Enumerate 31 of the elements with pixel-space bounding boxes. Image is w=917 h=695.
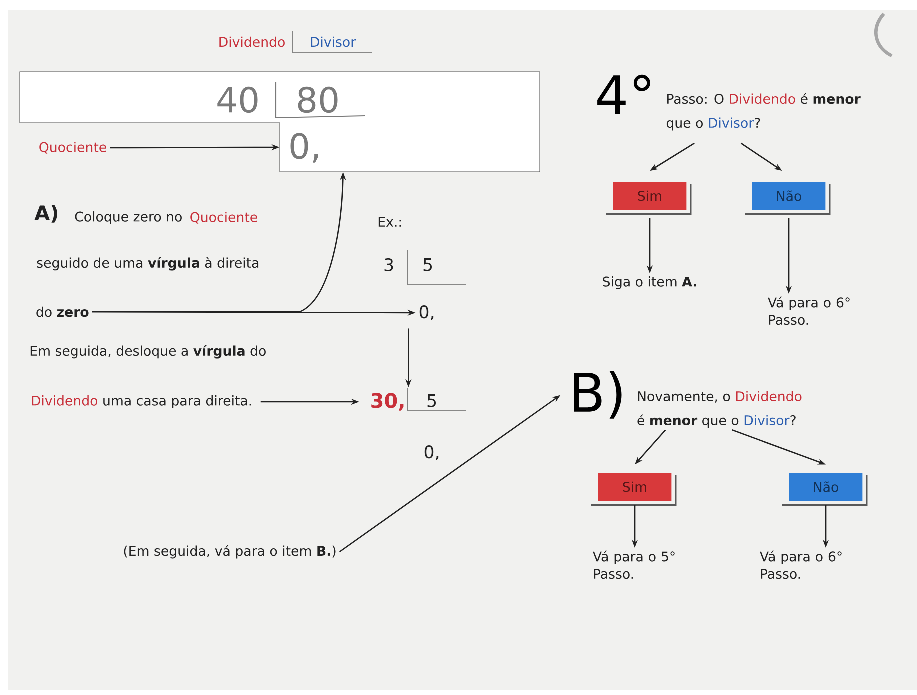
instruction-text: do zero	[36, 306, 89, 318]
option-box: Sim	[606, 182, 692, 216]
question-text: B) Novamente, o Dividendo é menor que o Divisor?	[574, 371, 802, 428]
header-label: Divisor	[311, 36, 356, 48]
division-digit: 3	[384, 258, 394, 272]
example-label: Ex.:	[378, 217, 402, 227]
label-text: Quociente	[40, 142, 106, 154]
division-digit: 30,	[372, 393, 404, 411]
instruction-text: Quociente	[190, 212, 258, 224]
option-box: Sim	[591, 473, 677, 506]
division-digit: 5	[424, 258, 432, 272]
division-digit: 5	[428, 394, 436, 408]
instruction-text: seguido de uma vírgula à direita	[37, 257, 259, 271]
header-label: Dividendo	[220, 36, 285, 48]
division-digit: 0,	[420, 306, 434, 320]
instruction-text: Vá para o 6° Passo.	[760, 550, 842, 580]
instruction-text: (Em seguida, vá para o item B.)	[124, 545, 336, 559]
instruction-text: Coloque zero no	[75, 212, 182, 224]
instruction-text: Vá para o 6° Passo.	[768, 296, 850, 326]
instruction-text: Em seguida, desloque a vírgula do	[30, 345, 266, 359]
option-box: Não	[745, 182, 831, 216]
instruction-text: Dividendo uma casa para direita.	[32, 396, 252, 408]
question-text: 4° Passo: O Dividendo é menor que o Divisor?	[598, 74, 861, 131]
handwritten-number: 40	[218, 86, 258, 114]
instruction-text: Vá para o 5° Passo.	[593, 550, 675, 580]
handwritten-number: 80	[298, 86, 338, 114]
option-box: Não	[782, 473, 868, 506]
division-digit: 0,	[424, 446, 439, 460]
step-letter: A)	[34, 205, 58, 223]
handwritten-number: 0,	[290, 133, 318, 163]
instruction-text: Siga o item A.	[603, 276, 696, 290]
